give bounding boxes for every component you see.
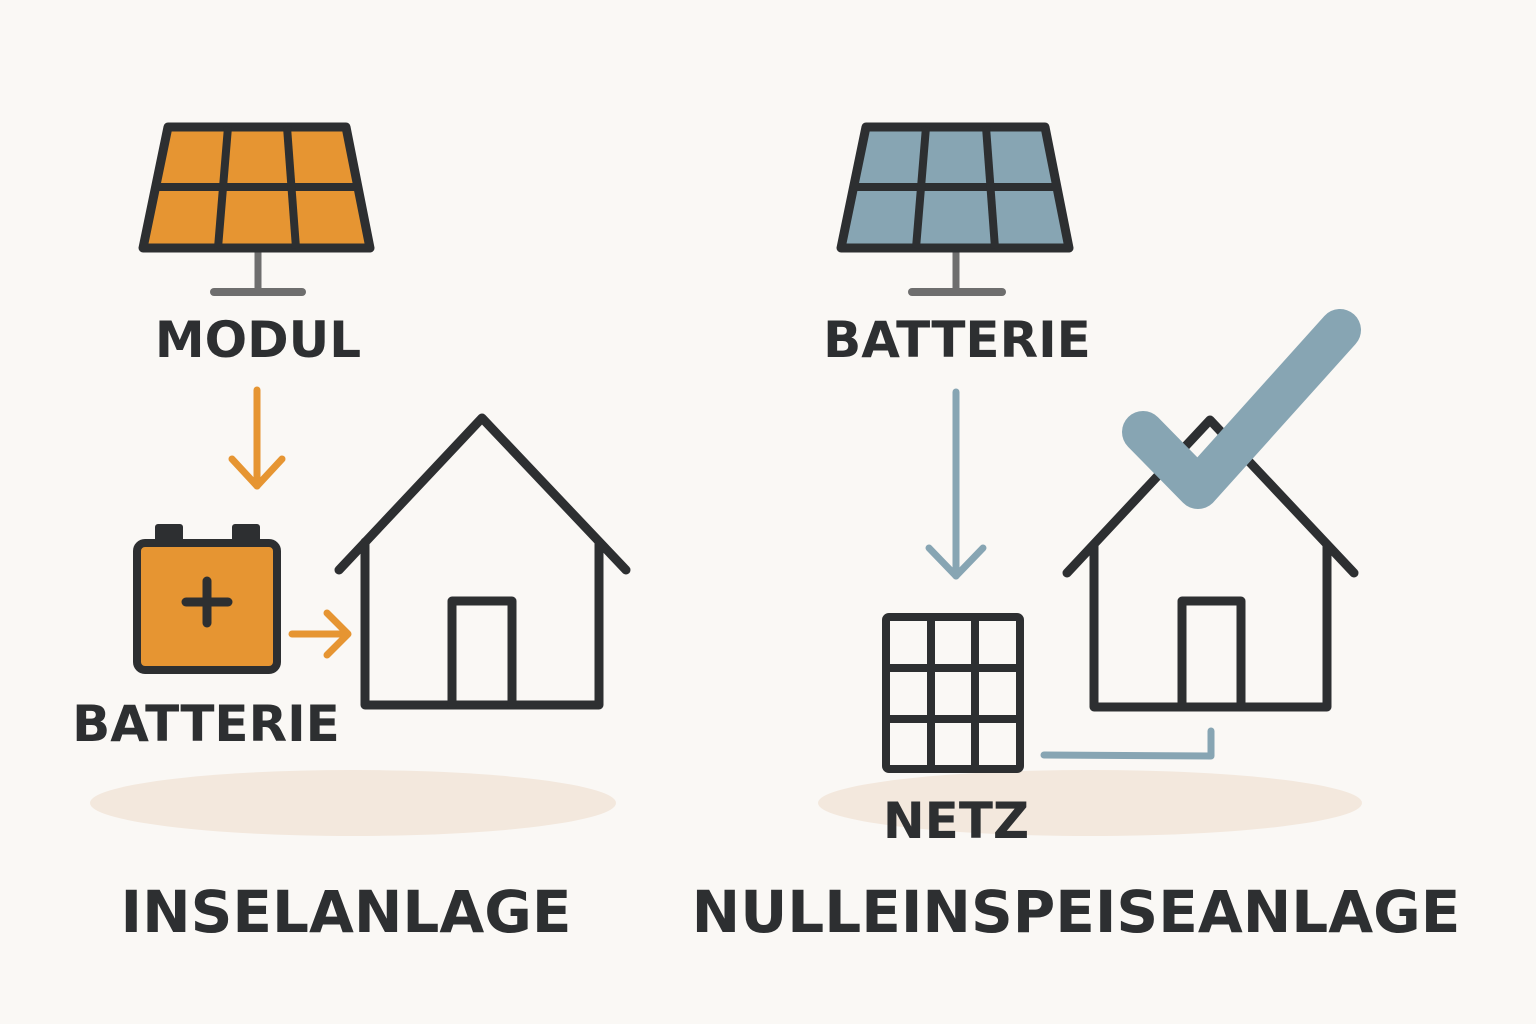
- left-solar-panel-icon: [138, 122, 375, 296]
- right-system-title: NULLEINSPEISEANLAGE: [692, 878, 1461, 946]
- right-connection-line: [1040, 727, 1215, 760]
- left-ground-shadow: [90, 770, 616, 836]
- right-battery-label: BATTERIE: [823, 311, 1091, 369]
- left-arrow-down-icon: [228, 386, 286, 490]
- left-battery-label: BATTERIE: [72, 695, 340, 753]
- right-solar-panel-icon: [836, 122, 1074, 296]
- left-module-label: MODUL: [155, 311, 361, 369]
- left-house-icon: [334, 413, 631, 710]
- right-grid-label: NETZ: [883, 792, 1029, 850]
- right-checkmark-icon: [1122, 309, 1361, 509]
- right-grid-icon: [882, 613, 1024, 773]
- left-arrow-right-icon: [288, 609, 352, 659]
- right-arrow-down-icon: [925, 388, 987, 580]
- right-house-icon: [1062, 415, 1359, 712]
- right-ground-shadow: [818, 770, 1362, 836]
- left-battery-icon: [133, 524, 281, 674]
- left-system-title: INSELANLAGE: [121, 878, 572, 946]
